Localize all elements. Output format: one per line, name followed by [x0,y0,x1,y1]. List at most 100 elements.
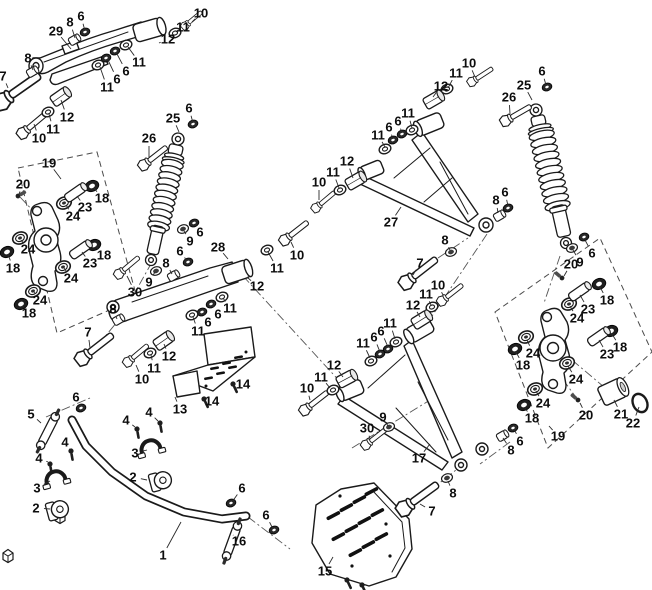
leader-line [71,29,76,39]
leader-line [79,403,82,407]
leader-line [33,291,36,294]
part-number-label: 11 [371,128,385,143]
part-number-label: 10 [32,131,46,146]
part-number-label: 6 [262,508,269,523]
part-number-label: 18 [525,411,539,426]
part-number-label: 20 [579,408,593,423]
axis-center-line [479,441,511,465]
leader-line [524,407,528,412]
leader-line [548,425,553,431]
leader-line [18,191,21,195]
part-number-label: 6 [370,330,377,345]
leader-line [5,83,9,89]
part-number-label: 11 [223,301,237,316]
part-number-label: 11 [132,55,146,70]
seal-glyph [589,275,609,293]
part-number-label: 12 [60,110,74,125]
part-number-label: 24 [526,346,541,361]
part-number-label: 8 [66,15,73,30]
leader-line [579,402,583,409]
nut-glyph [224,497,238,509]
leader-line [308,395,311,401]
leader-line [579,294,585,303]
part-number-label: 8 [162,256,169,271]
part-number-label: 30 [128,285,142,300]
leader-line [400,128,403,134]
part-number-label: 24 [64,271,79,286]
rear-skid-plate [311,482,413,587]
leader-line [60,36,72,50]
clamp-glyph [38,466,73,492]
leader-line [535,390,540,397]
part-number-label: 12 [250,279,264,294]
part-number-label: 24 [21,242,36,257]
part-number-label: 6 [113,72,120,87]
leader-line [204,397,207,399]
part-number-label: 5 [27,407,34,422]
part-number-label: 2 [129,470,136,485]
part-number-label: 11 [401,106,415,121]
axis-center-line [242,275,345,387]
leader-line [107,59,114,72]
leader-line [496,207,499,214]
pin-glyph [585,324,613,348]
bolt-glyph [276,216,312,249]
leader-line [76,195,81,201]
washer-glyph [259,242,275,258]
part-number-label: 12 [434,79,448,94]
bolt-glyph [0,66,46,115]
leader-line [36,419,42,424]
bearing-glyph [516,328,536,346]
part-number-label: 18 [613,340,627,355]
leader-line [183,230,187,235]
part-number-label: 6 [385,120,392,135]
part-number-label: 10 [290,248,304,263]
part-number-label: 11 [46,122,60,137]
part-number-label: 23 [78,200,92,215]
part-number-label: 6 [72,390,79,405]
leader-line [126,275,132,286]
part-number-label: 14 [205,394,220,409]
leader-line [99,66,105,80]
part-number-label: 23 [581,302,595,317]
leader-line [169,269,173,275]
part-number-label: 17 [412,451,426,466]
leader-line [543,78,547,86]
leader-line [174,396,178,402]
washer-glyph [377,141,393,157]
leader-line [526,339,531,346]
screw-glyph [156,419,165,434]
leader-line [175,125,180,133]
part-number-label: 8 [507,443,514,458]
part-number-label: 6 [377,324,384,339]
stabilizer-bar [67,415,251,524]
part-number-label: 24 [66,209,81,224]
part-number-label: 25 [517,78,531,93]
part-number-label: 11 [270,261,284,276]
leader-line [325,382,331,389]
leader-line [349,168,354,179]
part-number-label: 16 [232,534,246,549]
leader-line [132,424,136,428]
leader-line [63,267,67,272]
axis-center-line [247,516,291,550]
leader-line [154,417,159,422]
leader-line [471,70,476,78]
part-number-label: 28 [211,240,225,255]
part-number-label: 19 [551,429,565,444]
leader-line [447,79,453,89]
part-number-label: 6 [196,225,203,240]
part-number-label: 26 [142,131,156,146]
leader-line [567,365,573,373]
leader-line [527,91,533,101]
part-number-label: 9 [145,275,152,290]
leader-line [65,204,70,210]
leader-line [93,187,98,193]
part-number-label: 7 [428,504,435,519]
part-number-label: 19 [42,156,56,171]
cube-glyph [2,548,14,564]
front-skid-plate [172,326,256,398]
bolt-glyph [71,328,118,370]
axis-center-line [543,255,561,304]
